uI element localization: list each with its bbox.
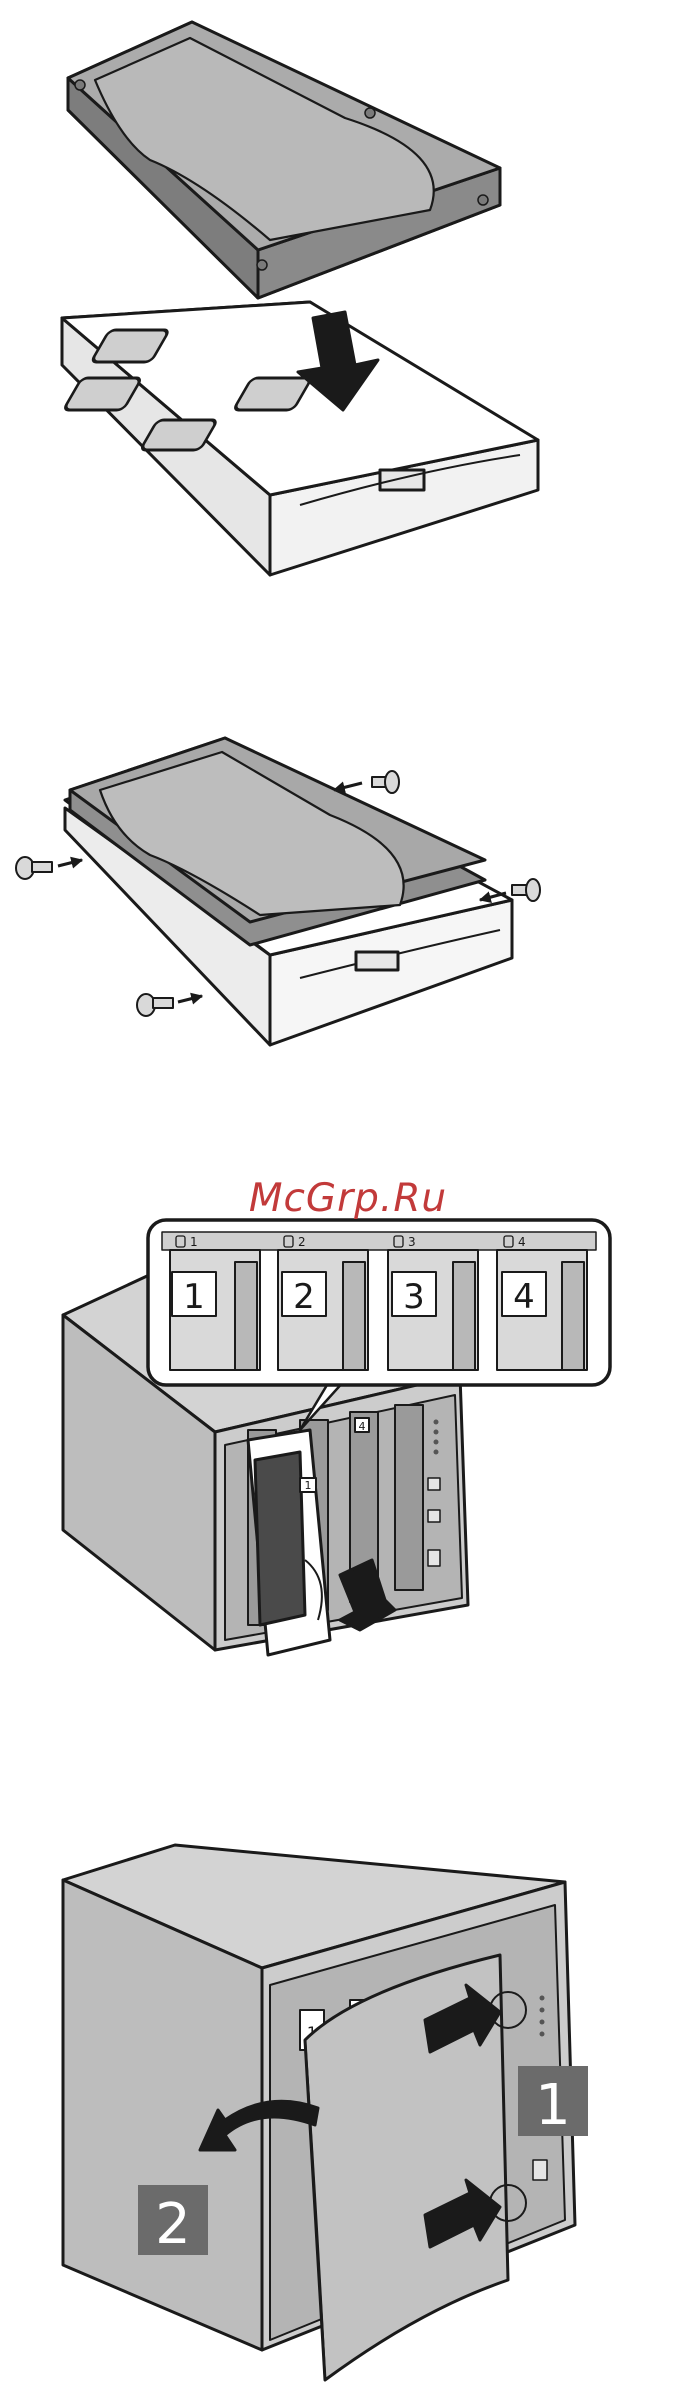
watermark: McGrp.Ru [238,1176,458,1221]
bay-header-1: 1 [190,1235,198,1249]
panel-fasten-screws [16,738,540,1045]
step-badge-2-label: 2 [155,2192,191,2257]
tray-tag-1: 1 [305,1479,312,1492]
zoom-slot-3-label: 3 [403,1277,425,1317]
zoom-slot-4-label: 4 [513,1277,535,1317]
screw-left [16,857,82,879]
zoom-slot-1-label: 1 [183,1277,205,1317]
zoom-bay-3: 3 [388,1250,478,1370]
tray-with-drive [65,738,512,1045]
zoom-bay-2: 2 [278,1250,368,1370]
step-badge-1-label: 1 [535,2073,571,2138]
hard-drive [68,22,500,298]
drive-tray [0,302,538,575]
bay-header-3: 3 [408,1235,416,1249]
panel-insert-tray: 4 1 1 [63,1220,610,1655]
zoom-bay-4: 4 [497,1250,587,1370]
step-badge-2: 2 [138,2185,208,2257]
zoom-bay-1: 1 [170,1250,260,1370]
panel-open-cover: 1 2 1 2 [63,1845,588,2380]
zoom-slot-2-label: 2 [293,1277,315,1317]
tray-tag-4: 4 [359,1420,366,1433]
screw-top [334,771,399,793]
screw-bottom [137,994,202,1016]
step-badge-1: 1 [518,2066,588,2138]
bay-header-2: 2 [298,1235,306,1249]
panel-insert-drive [0,22,538,575]
bay-header-4: 4 [518,1235,526,1249]
